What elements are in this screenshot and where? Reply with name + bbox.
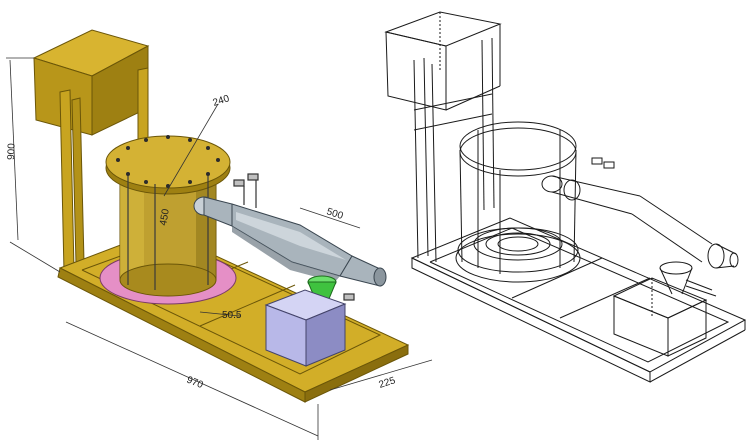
- wireframe-chamber: [455, 121, 581, 283]
- wireframe-top-box: [384, 11, 502, 111]
- diameter-dimension-label: 240: [212, 93, 232, 109]
- small-dimension-label: 50.5: [222, 310, 242, 321]
- vacuum-chamber: [105, 135, 231, 297]
- shaded-model: 900 240 450 500 50.5 970 225: [6, 29, 433, 440]
- wireframe-model: [384, 11, 746, 383]
- height-dimension-label: 900: [6, 143, 18, 160]
- wireframe-posts: [413, 37, 495, 263]
- wireframe-funnel: [659, 261, 717, 297]
- chamber-dimension-label: 450: [158, 208, 172, 227]
- wireframe-box: [612, 277, 708, 357]
- wireframe-base: [410, 217, 746, 383]
- wireframe-tube: [541, 157, 739, 269]
- vertical-frame-posts: [59, 67, 149, 273]
- collection-box: [264, 289, 347, 367]
- exhaust-tube: [193, 173, 387, 301]
- length-dimension-label: 970: [185, 375, 205, 392]
- top-box: [32, 29, 150, 136]
- dimension-lines: [6, 57, 433, 440]
- tube-dimension-label: 500: [325, 206, 345, 222]
- width-dimension-label: 225: [378, 375, 398, 391]
